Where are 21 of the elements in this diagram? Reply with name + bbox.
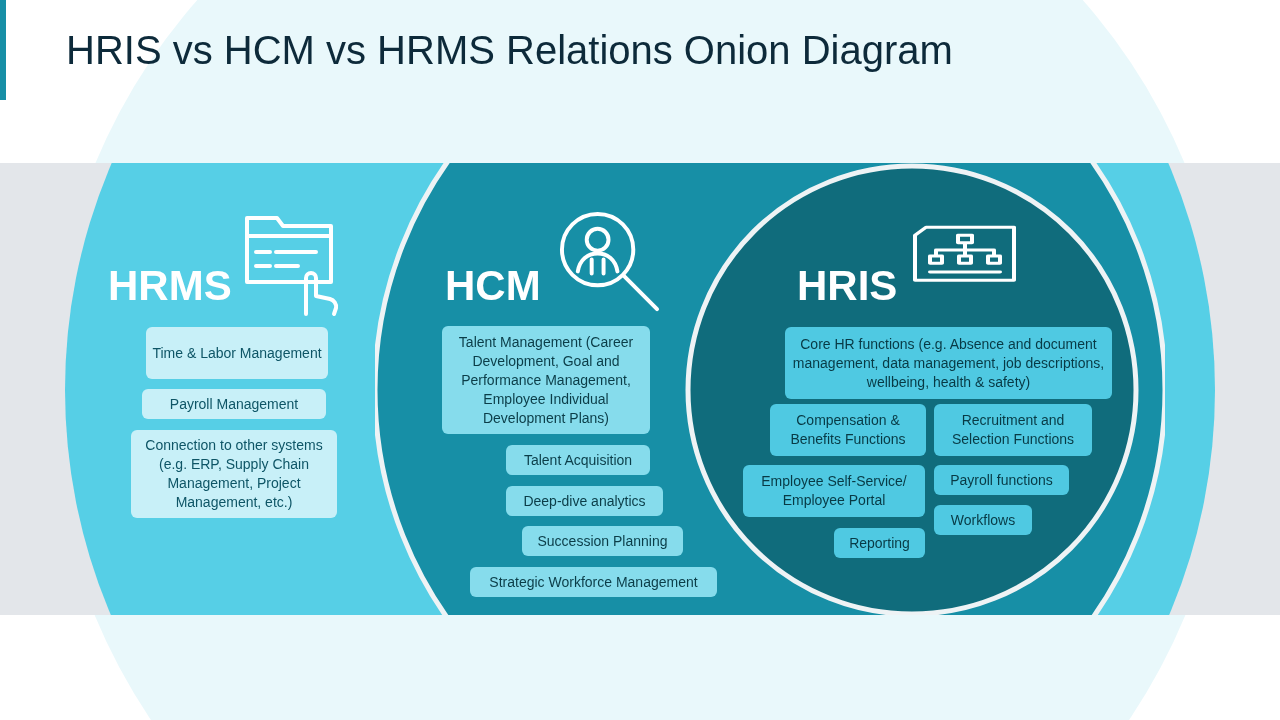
- feature-box: Compensation & Benefits Functions: [770, 404, 926, 456]
- feature-box: Strategic Workforce Management: [470, 567, 717, 597]
- feature-box: Workflows: [934, 505, 1032, 535]
- slide-title: HRIS vs HCM vs HRMS Relations Onion Diagram: [66, 28, 953, 73]
- onion-ring: [65, 163, 1215, 615]
- feature-box: Recruitment and Selection Functions: [934, 404, 1092, 456]
- feature-box: Payroll functions: [934, 465, 1069, 495]
- feature-box: Connection to other systems (e.g. ERP, Supply Chain Management, Project Management, etc.): [131, 430, 337, 518]
- feature-box: Succession Planning: [522, 526, 683, 556]
- ring-heading: HCM: [445, 262, 541, 310]
- feature-box: Core HR functions (e.g. Absence and document management, data management, job descriptions, wellbeing, health & safety): [785, 327, 1112, 399]
- feature-box: Deep-dive analytics: [506, 486, 663, 516]
- ring-heading: HRMS: [108, 262, 232, 310]
- feature-box: Talent Acquisition: [506, 445, 650, 475]
- feature-box: Payroll Management: [142, 389, 326, 419]
- onion-ring: [375, 163, 1165, 615]
- feature-box: Time & Labor Management: [146, 327, 328, 379]
- feature-box: Employee Self-Service/ Employee Portal: [743, 465, 925, 517]
- feature-box: Talent Management (Career Development, Goal and Performance Management, Employee Individual Development Plans): [442, 326, 650, 434]
- feature-box: Reporting: [834, 528, 925, 558]
- ring-heading: HRIS: [797, 262, 898, 310]
